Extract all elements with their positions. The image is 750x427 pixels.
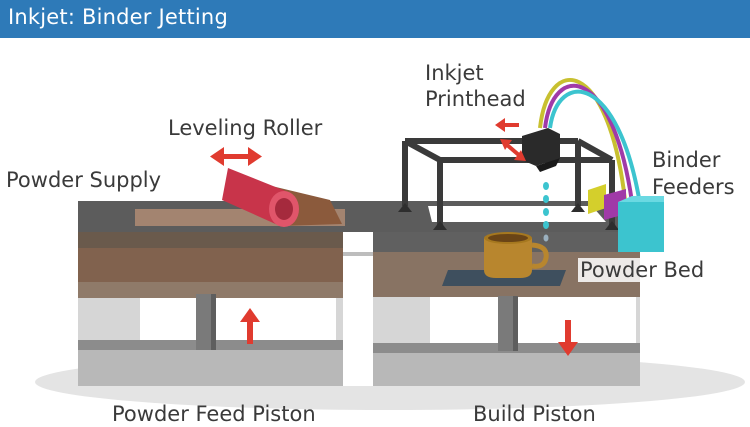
printhead-direction-arrows <box>495 118 526 161</box>
leveling-roller-label: Leveling Roller <box>168 116 323 140</box>
printhead <box>522 128 560 172</box>
powder-feed-piston-label: Powder Feed Piston <box>112 402 316 426</box>
build-piston-down-arrow <box>558 320 578 356</box>
frame-feet <box>398 203 619 230</box>
title: Inkjet: Binder Jetting <box>8 5 228 29</box>
powder-feed-piston-rod <box>196 294 214 350</box>
powder-feed-up-arrow <box>240 308 260 344</box>
binder-droplets <box>543 182 549 242</box>
build-piston-label: Build Piston <box>473 402 596 426</box>
powder-bed-label: Powder Bed <box>578 258 707 282</box>
binder-feeders <box>588 184 664 252</box>
binder-feeders-label-line2: Feeders <box>652 175 735 199</box>
title-bar: Inkjet: Binder Jetting <box>0 0 750 38</box>
inkjet-printhead-label-line2: Printhead <box>425 87 526 111</box>
build-piston-rod <box>498 296 516 351</box>
roller-direction-arrow <box>210 147 262 166</box>
binder-jetting-diagram <box>35 78 745 410</box>
binder-feeders-label-line1: Binder <box>652 148 721 172</box>
binder-feeders-label: Binder Feeders <box>652 147 735 201</box>
coffee-cup <box>484 232 549 278</box>
build-bed-surface <box>428 206 606 222</box>
inkjet-printhead-label-line1: Inkjet <box>425 61 484 85</box>
inkjet-printhead-label: Inkjet Printhead <box>425 60 526 112</box>
powder-supply-chamber <box>78 232 343 386</box>
feeder-tubes <box>538 78 642 205</box>
leveling-roller <box>222 168 342 227</box>
powder-supply-label: Powder Supply <box>6 168 162 192</box>
